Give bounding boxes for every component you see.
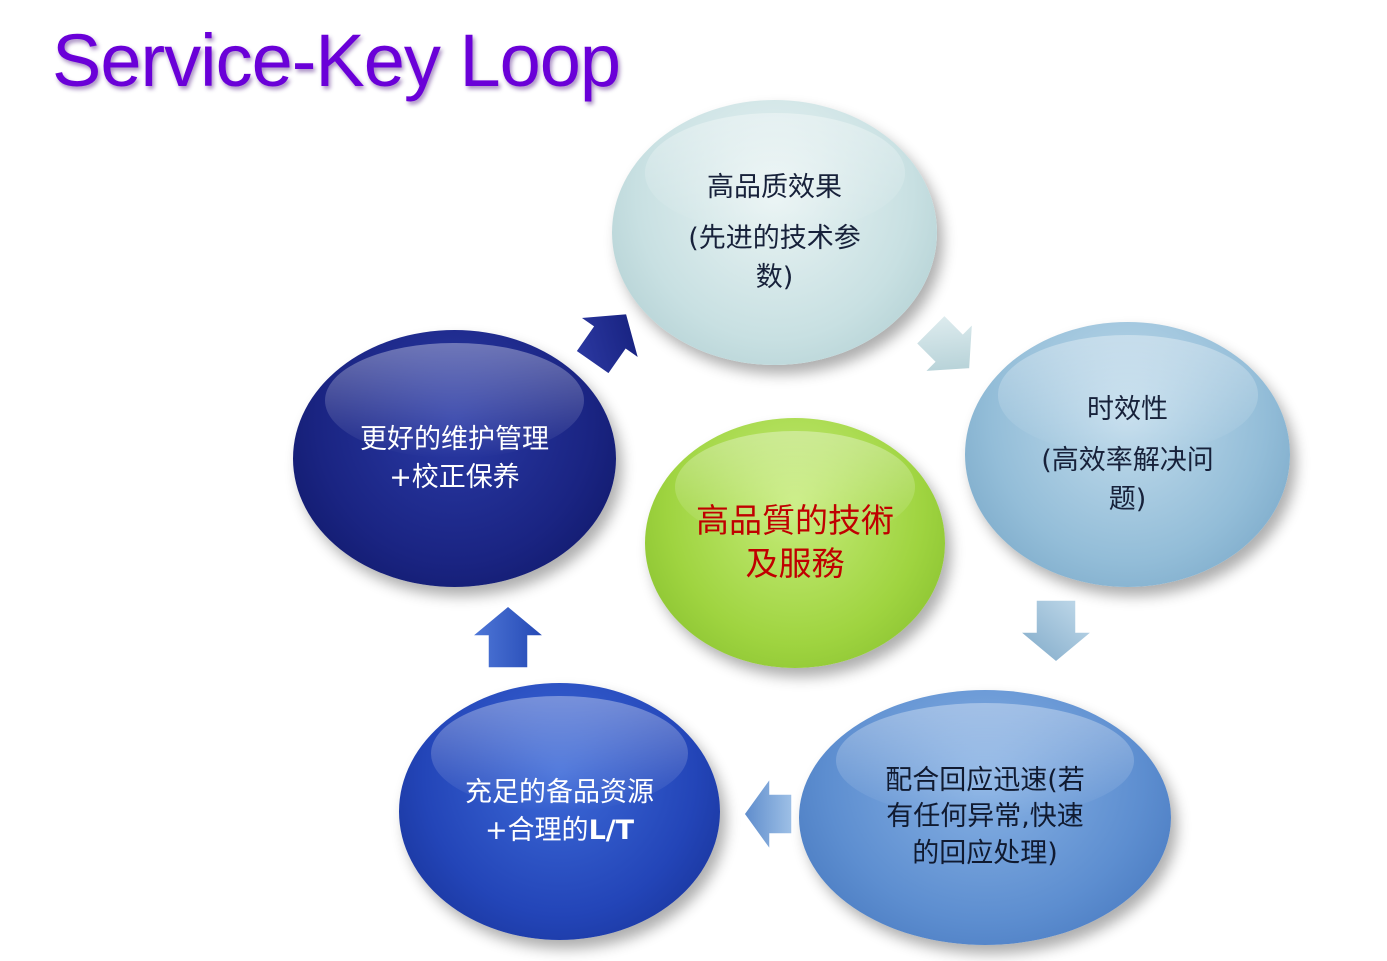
node-label: 的回应处理)	[912, 837, 1058, 869]
node-label-lt: L/T	[588, 814, 635, 846]
arrow-maintenance-to-quality	[574, 312, 641, 376]
node-label: 配合回应迅速(若	[885, 764, 1085, 796]
node-label-prefix: +合理的	[484, 814, 589, 846]
center-label: 及服務	[745, 544, 845, 583]
arrow-timeliness-to-response	[1017, 599, 1095, 663]
arrow-spares-to-maintenance	[469, 605, 547, 669]
arrow-response-to-spares	[743, 775, 793, 853]
arrow-quality-to-timeliness	[915, 314, 974, 373]
node-label: +校正保养	[389, 461, 520, 493]
node-maintenance: 更好的维护管理 +校正保养	[293, 330, 616, 587]
node-timeliness: 时效性 (高效率解决问 题)	[965, 322, 1290, 587]
node-sublabel: (先进的技术参	[688, 222, 861, 254]
node-label: 更好的维护管理	[360, 423, 549, 455]
node-fast-response: 配合回应迅速(若 有任何异常,快速 的回应处理)	[799, 690, 1171, 945]
center-node-quality-service: 高品質的技術 及服務	[645, 418, 945, 668]
node-label: +合理的L/T	[485, 812, 634, 850]
page-title: Service-Key Loop	[52, 19, 621, 102]
node-label: 充足的备品资源	[465, 776, 654, 808]
node-sublabel: 数)	[755, 262, 794, 294]
center-label: 高品質的技術	[696, 501, 894, 541]
node-label: 有任何异常,快速	[886, 801, 1084, 833]
node-high-quality-effect: 高品质效果 (先进的技术参 数)	[612, 100, 937, 365]
node-sublabel: 题)	[1108, 484, 1147, 516]
node-label: 高品质效果	[707, 171, 842, 203]
node-spare-parts: 充足的备品资源 +合理的L/T	[399, 683, 720, 940]
node-label: 时效性	[1087, 393, 1168, 425]
node-sublabel: (高效率解决问	[1041, 444, 1214, 476]
